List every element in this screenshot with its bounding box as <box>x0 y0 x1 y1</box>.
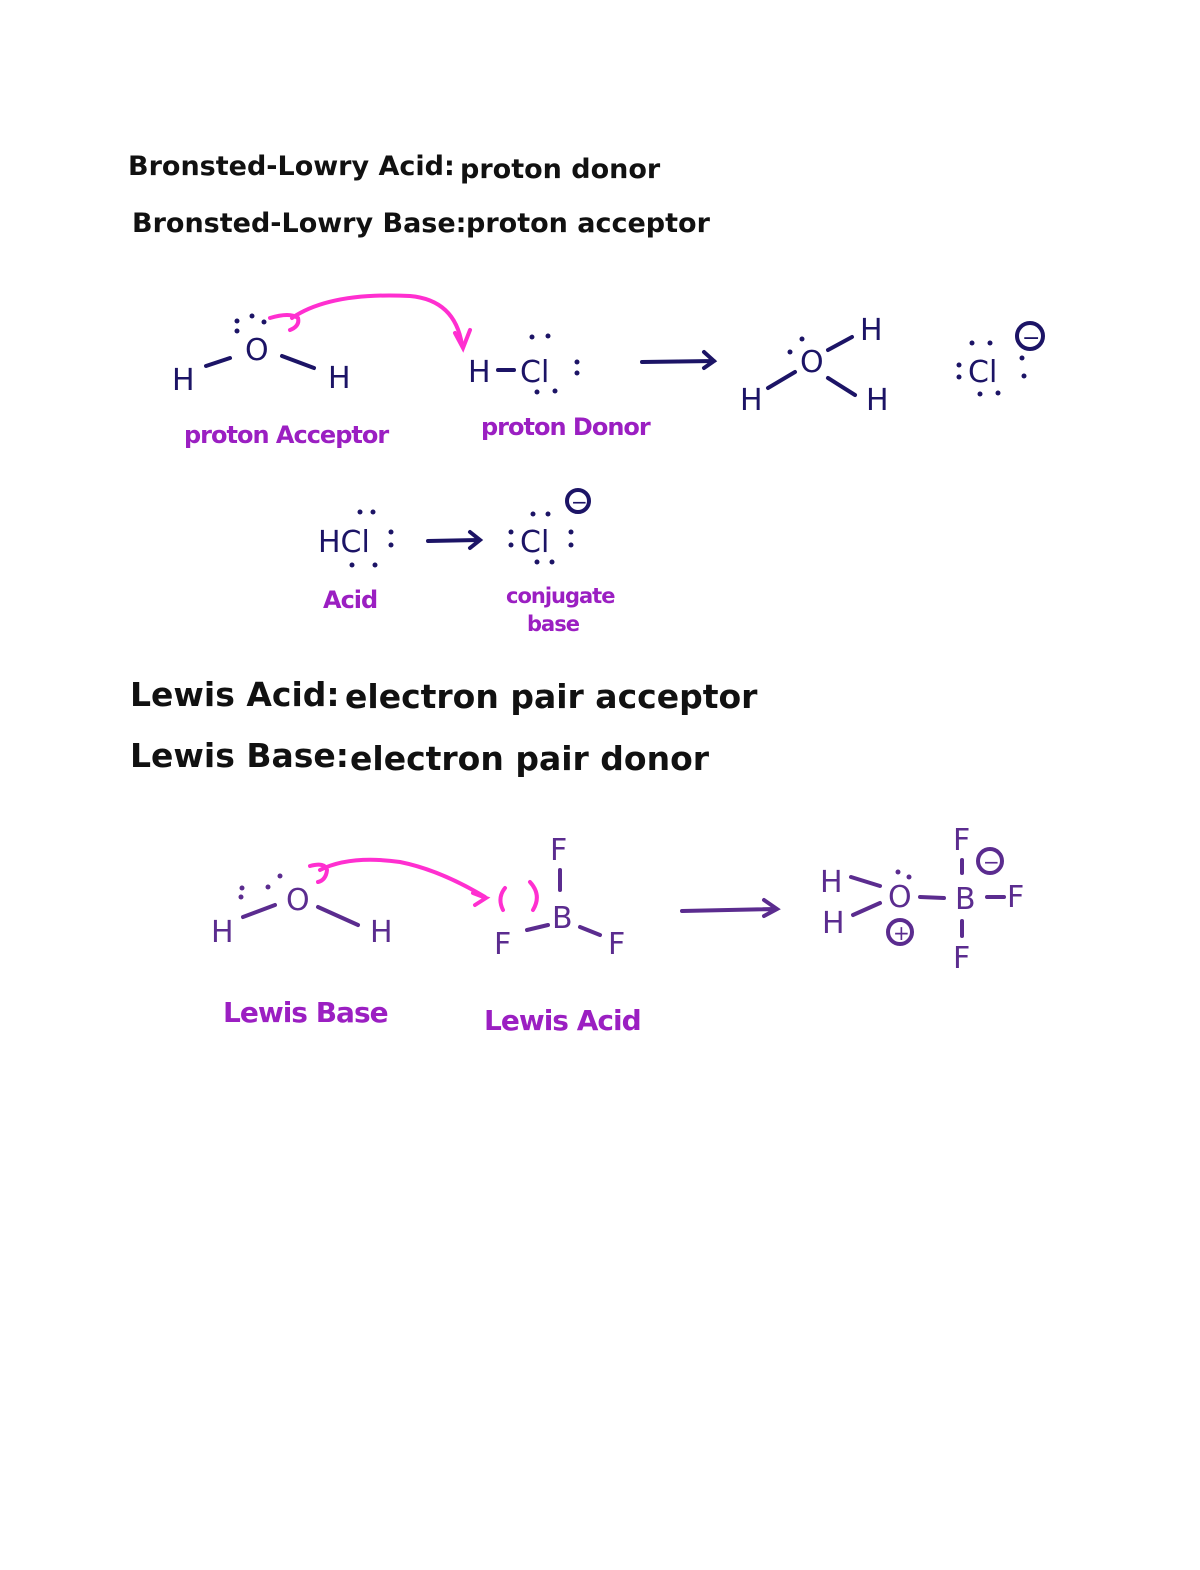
reaction-arrow <box>680 898 781 918</box>
arrowhead <box>471 891 491 907</box>
reaction-3: H O H F B F F Lewis Base Lewis Acid H H … <box>211 823 1024 1037</box>
atom-h: H <box>211 915 234 950</box>
atom-h: H <box>860 313 883 348</box>
atom-f: F <box>953 941 970 976</box>
proton-donor-label: proton Donor <box>481 413 651 441</box>
atom-h: H <box>328 361 351 396</box>
hcl-formula: HCl <box>318 525 370 560</box>
charge-text: − <box>1022 326 1040 351</box>
atom-f: F <box>550 833 567 868</box>
acid-label: Acid <box>323 586 377 614</box>
atom-f: F <box>1007 880 1024 915</box>
atom-f: F <box>608 927 625 962</box>
bl-acid-def: proton donor <box>460 154 661 185</box>
lewis-base-label: Lewis Base <box>223 996 388 1029</box>
atom-cl: Cl <box>968 355 997 390</box>
hcl-molecule: H Cl <box>468 333 580 395</box>
atom-o: O <box>888 880 912 915</box>
arrowhead <box>453 328 472 353</box>
lewis-base-definition: Lewis Base: electron pair donor <box>130 736 710 778</box>
positive-charge-icon <box>886 918 914 946</box>
atom-h: H <box>820 865 843 900</box>
atom-h: H <box>370 915 393 950</box>
conjugate-label: conjugate <box>506 584 615 608</box>
chloride-formula: Cl <box>520 525 549 560</box>
bl-base-term: Bronsted-Lowry Base: <box>132 208 466 239</box>
atom-h: H <box>740 383 763 418</box>
adduct-product: H H O B F F F − + <box>820 823 1024 976</box>
atom-o: O <box>286 883 310 918</box>
charge-text: + <box>893 921 910 945</box>
chloride-ion: Cl − <box>956 321 1045 397</box>
lewis-acid-def: electron pair acceptor <box>345 677 758 716</box>
electron-arrow <box>308 857 487 899</box>
base-label: base <box>527 612 580 636</box>
lewis-acid-definition: Lewis Acid: electron pair acceptor <box>130 675 758 716</box>
negative-charge-icon <box>565 488 591 514</box>
atom-h: H <box>172 363 195 398</box>
atom-cl: Cl <box>520 355 549 390</box>
negative-charge-icon <box>976 847 1004 875</box>
lewis-acid-term: Lewis Acid: <box>130 675 340 714</box>
atom-h: H <box>468 355 491 390</box>
atom-f: F <box>494 927 511 962</box>
atom-o: O <box>800 345 824 380</box>
atom-h: H <box>866 383 889 418</box>
bronsted-base-definition: Bronsted-Lowry Base: proton acceptor <box>132 208 711 239</box>
lewis-acid-label: Lewis Acid <box>484 1004 641 1037</box>
reaction-1: H O H H Cl proton Acceptor proton Donor … <box>172 293 1045 449</box>
atom-b: B <box>552 901 573 936</box>
empty-orbital-marker <box>498 880 539 912</box>
bf3-molecule: F B F F <box>494 833 625 962</box>
reaction-arrow <box>640 350 718 370</box>
atom-o: O <box>245 333 269 368</box>
charge-text: − <box>983 850 1000 874</box>
charge-text: − <box>571 490 588 514</box>
negative-charge-icon <box>1015 321 1045 351</box>
atom-h: H <box>822 906 845 941</box>
atom-f: F <box>953 823 970 858</box>
water-molecule: H O H <box>211 873 393 950</box>
lewis-base-term: Lewis Base: <box>130 736 349 775</box>
lewis-base-def: electron pair donor <box>350 739 710 778</box>
reaction-arrow <box>426 530 484 550</box>
water-molecule: H O H <box>172 313 351 398</box>
reaction-2: HCl Cl − Acid conjugate base <box>318 488 616 636</box>
atom-b: B <box>955 882 976 917</box>
proton-acceptor-label: proton Acceptor <box>184 421 389 449</box>
electron-arrow <box>268 293 464 347</box>
bronsted-acid-definition: Bronsted-Lowry Acid: proton donor <box>128 151 661 185</box>
hydronium-molecule: O H H H <box>740 313 889 418</box>
bl-acid-term: Bronsted-Lowry Acid: <box>128 151 455 182</box>
bl-base-def: proton acceptor <box>466 208 711 239</box>
